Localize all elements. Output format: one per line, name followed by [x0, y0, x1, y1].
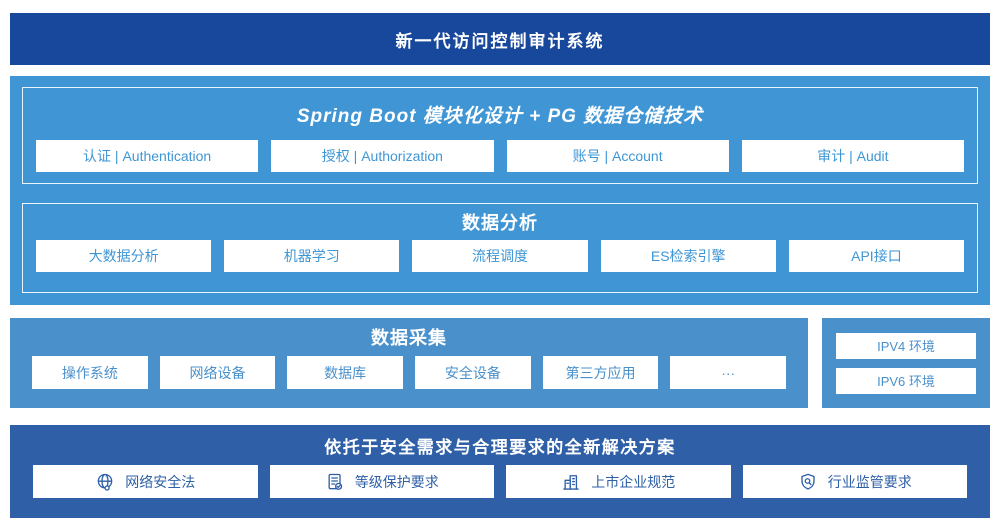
module-box-bigdata: 大数据分析	[36, 240, 212, 272]
solution-box-label: 网络安全法	[125, 473, 196, 490]
data-collection-panel: 数据采集 操作系统 网络设备 数据库 安全设备 第三方应用 ···	[10, 318, 808, 408]
ipv4-environment-box: IPV4 环境	[836, 332, 976, 359]
solution-title: 依托于安全需求与合理要求的全新解决方案	[324, 437, 676, 457]
spring-boot-panel-title: Spring Boot 模块化设计 + PG 数据仓储技术	[296, 105, 704, 127]
building-icon	[561, 472, 581, 492]
solution-box-cybersecurity-law: 网络安全法	[33, 465, 258, 498]
solution-panel: 依托于安全需求与合理要求的全新解决方案 网络安全法	[10, 425, 990, 518]
source-box-network-device: 网络设备	[159, 356, 276, 389]
module-box-audit: 审计 | Audit	[741, 140, 964, 172]
page-title-text: 新一代访问控制审计系统	[395, 31, 605, 51]
solution-box-listed-company: 上市企业规范	[506, 465, 731, 498]
module-box-es-search: ES检索引擎	[600, 240, 776, 272]
module-box-authorization: 授权 | Authorization	[271, 140, 494, 172]
source-box-database: 数据库	[287, 356, 404, 389]
spring-boot-module-row: 认证 | Authentication 授权 | Authorization 账…	[23, 140, 977, 172]
module-box-authentication: 认证 | Authentication	[36, 140, 259, 172]
globe-icon	[95, 472, 115, 492]
solution-box-label: 上市企业规范	[591, 473, 676, 490]
data-collection-title: 数据采集	[371, 328, 447, 348]
solution-box-classified-protection: 等级保护要求	[269, 465, 494, 498]
source-box-more: ···	[670, 356, 787, 389]
solution-box-label: 行业监管要求	[827, 473, 912, 490]
data-collection-source-row: 操作系统 网络设备 数据库 安全设备 第三方应用 ···	[10, 356, 808, 389]
solution-item-row: 网络安全法 等级保护要求	[10, 465, 990, 498]
data-analysis-panel: 数据分析 大数据分析 机器学习 流程调度 ES检索引擎 API接口	[22, 203, 978, 293]
data-analysis-panel-title: 数据分析	[462, 213, 538, 233]
module-box-account: 账号 | Account	[506, 140, 729, 172]
ip-environment-panel: IPV4 环境 IPV6 环境	[822, 318, 990, 408]
spring-boot-panel: Spring Boot 模块化设计 + PG 数据仓储技术 认证 | Authe…	[22, 87, 978, 184]
data-analysis-module-row: 大数据分析 机器学习 流程调度 ES检索引擎 API接口	[23, 240, 977, 272]
module-box-workflow: 流程调度	[412, 240, 588, 272]
source-box-os: 操作系统	[32, 356, 148, 389]
module-box-machine-learning: 机器学习	[224, 240, 400, 272]
module-box-api: API接口	[788, 240, 965, 272]
solution-box-industry-regulation: 行业监管要求	[742, 465, 967, 498]
page-title: 新一代访问控制审计系统	[10, 13, 990, 65]
ipv6-environment-box: IPV6 环境	[836, 367, 976, 394]
checklist-icon	[325, 472, 345, 492]
shield-search-icon	[798, 472, 818, 492]
source-box-third-party: 第三方应用	[542, 356, 659, 389]
source-box-security-device: 安全设备	[415, 356, 531, 389]
platform-layer: Spring Boot 模块化设计 + PG 数据仓储技术 认证 | Authe…	[10, 76, 990, 305]
solution-box-label: 等级保护要求	[354, 473, 439, 490]
